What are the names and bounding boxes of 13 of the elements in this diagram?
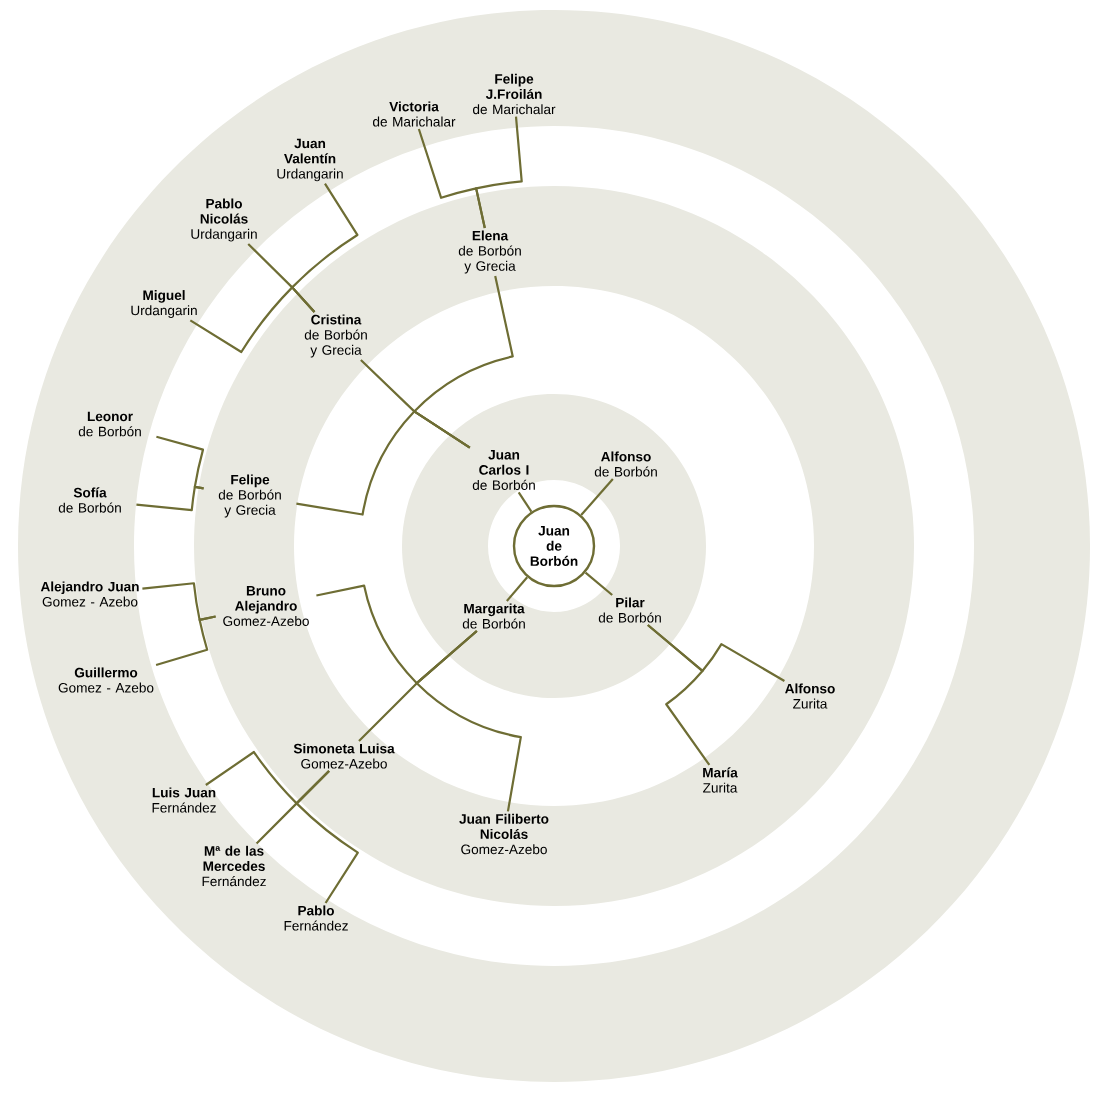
connector-line bbox=[584, 571, 613, 596]
connector-line bbox=[295, 770, 359, 904]
connector-line bbox=[506, 576, 529, 602]
connector-line bbox=[156, 435, 205, 490]
connector-line bbox=[296, 410, 471, 516]
connector-line bbox=[136, 485, 204, 512]
connector-line bbox=[415, 630, 522, 812]
connector-line bbox=[155, 615, 216, 667]
connector-line bbox=[517, 491, 533, 513]
connector-line bbox=[475, 116, 523, 229]
connector-line bbox=[647, 624, 711, 766]
connector-line bbox=[189, 286, 316, 354]
connector-line bbox=[580, 478, 614, 516]
